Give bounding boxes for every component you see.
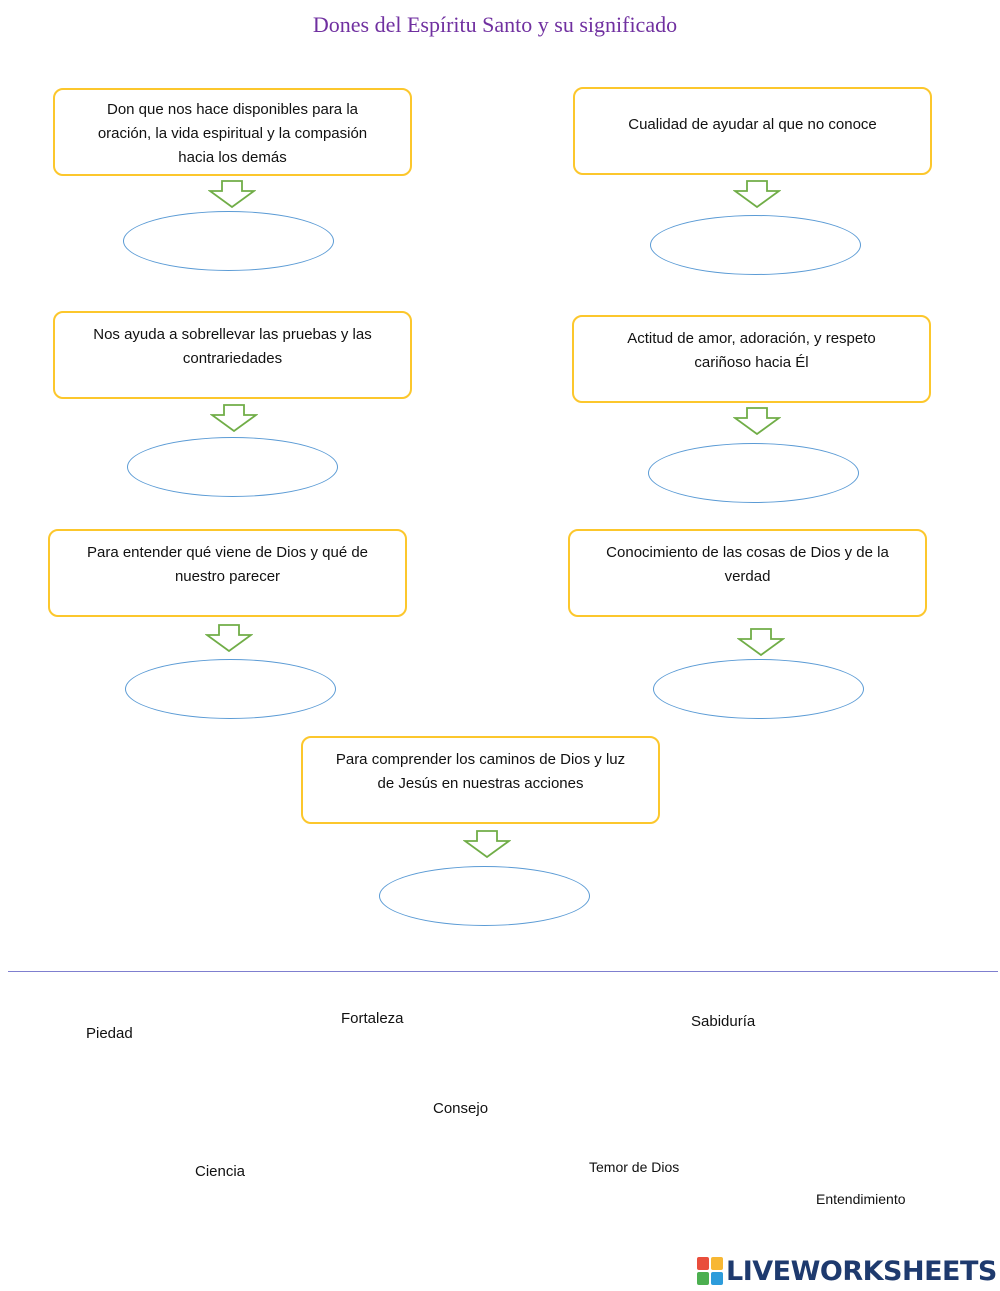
down-arrow-icon: [733, 407, 781, 435]
logo-mark-icon: [697, 1257, 723, 1285]
answer-oval-1[interactable]: [123, 211, 334, 271]
word-bank-item[interactable]: Sabiduría: [691, 1013, 756, 1030]
down-arrow-icon: [205, 624, 253, 652]
definition-text: Conocimiento de las cosas de Dios y de l…: [606, 544, 889, 585]
definition-box-5: Para entender qué viene de Dios y qué de…: [48, 529, 407, 617]
definition-box-1: Don que nos hace disponibles para la ora…: [53, 88, 412, 176]
page-title: Dones del Espíritu Santo y su significad…: [312, 12, 678, 37]
down-arrow-icon: [208, 180, 256, 208]
definition-box-2: Cualidad de ayudar al que no conoce: [573, 87, 932, 175]
answer-oval-5[interactable]: [125, 659, 336, 719]
word-bank-item[interactable]: Fortaleza: [341, 1010, 404, 1027]
answer-oval-7[interactable]: [379, 866, 590, 926]
logo-text: LIVEWORKSHEETS: [726, 1255, 997, 1287]
down-arrow-icon: [210, 404, 258, 432]
definition-box-3: Nos ayuda a sobrellevar las pruebas y la…: [53, 311, 412, 399]
word-bank-item[interactable]: Temor de Dios: [589, 1159, 680, 1175]
liveworksheets-logo: LIVEWORKSHEETS: [697, 1254, 997, 1288]
definition-text: Don que nos hace disponibles para la ora…: [97, 101, 368, 166]
word-bank-item[interactable]: Consejo: [433, 1100, 489, 1117]
answer-oval-2[interactable]: [650, 215, 861, 275]
word-bank-item[interactable]: Entendimiento: [816, 1191, 906, 1207]
definition-text: Cualidad de ayudar al que no conoce: [628, 116, 877, 133]
down-arrow-icon: [733, 180, 781, 208]
section-divider: [8, 971, 998, 972]
down-arrow-icon: [737, 628, 785, 656]
definition-text: Para entender qué viene de Dios y qué de…: [86, 544, 369, 585]
down-arrow-icon: [463, 830, 511, 858]
definition-text: Nos ayuda a sobrellevar las pruebas y la…: [93, 326, 372, 367]
definition-box-4: Actitud de amor, adoración, y respeto ca…: [572, 315, 931, 403]
definition-text: Actitud de amor, adoración, y respeto ca…: [627, 330, 876, 371]
word-bank-item[interactable]: Piedad: [86, 1025, 133, 1042]
answer-oval-4[interactable]: [648, 443, 859, 503]
answer-oval-6[interactable]: [653, 659, 864, 719]
word-bank-item[interactable]: Ciencia: [195, 1163, 246, 1180]
definition-text: Para comprender los caminos de Dios y lu…: [335, 751, 626, 792]
definition-box-7: Para comprender los caminos de Dios y lu…: [301, 736, 660, 824]
definition-box-6: Conocimiento de las cosas de Dios y de l…: [568, 529, 927, 617]
answer-oval-3[interactable]: [127, 437, 338, 497]
